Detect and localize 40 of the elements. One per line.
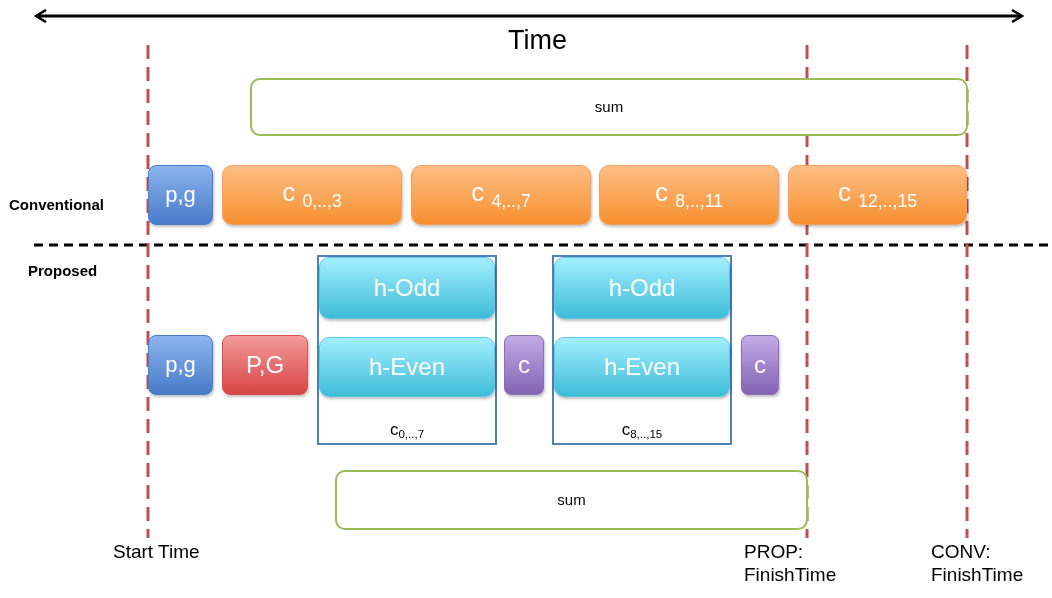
text-label: PROP: FinishTime xyxy=(744,541,838,587)
task-box xyxy=(788,165,967,225)
text-label: Time xyxy=(508,24,567,57)
task-label: c $_{8,..,11}$ xyxy=(654,178,723,212)
text-label: Start Time xyxy=(113,541,200,564)
task-label: p,g xyxy=(165,352,196,378)
task-label: h-Even xyxy=(368,353,445,381)
task-label: sum xyxy=(557,491,586,509)
task-label: c xyxy=(518,351,530,379)
group-box xyxy=(552,255,732,445)
task-label: sum xyxy=(594,98,624,116)
group-box xyxy=(317,255,497,445)
task-box xyxy=(599,165,779,225)
task-box xyxy=(411,165,591,225)
task-label: p,g xyxy=(165,182,196,208)
task-box xyxy=(741,335,779,395)
task-label: c $_{4,..,7}$ xyxy=(471,178,531,212)
group-caption: c$_{0,..,7}$ xyxy=(388,419,426,440)
task-box xyxy=(554,337,730,397)
task-label: h-Odd xyxy=(373,274,441,302)
task-label: h-Even xyxy=(603,353,680,381)
task-box xyxy=(148,165,213,225)
sum-box xyxy=(335,470,808,530)
text-label: Conventional xyxy=(9,196,104,214)
text-label: CONV: FinishTime xyxy=(931,541,1025,587)
group-caption: c$_{8,..,15}$ xyxy=(620,419,664,440)
sum-box xyxy=(250,78,968,136)
task-box xyxy=(222,165,402,225)
task-box xyxy=(148,335,213,395)
task-label: h-Odd xyxy=(608,274,676,302)
task-label: c $_{12,..,15}$ xyxy=(837,178,918,212)
task-label: P,G xyxy=(245,351,285,379)
task-box xyxy=(319,257,495,319)
task-box xyxy=(504,335,544,395)
text-label: Proposed xyxy=(28,262,98,280)
task-box xyxy=(222,335,308,395)
task-label: c xyxy=(754,351,766,379)
task-label: c $_{0,..,3}$ xyxy=(282,178,342,212)
task-box xyxy=(554,257,730,319)
task-box xyxy=(319,337,495,397)
